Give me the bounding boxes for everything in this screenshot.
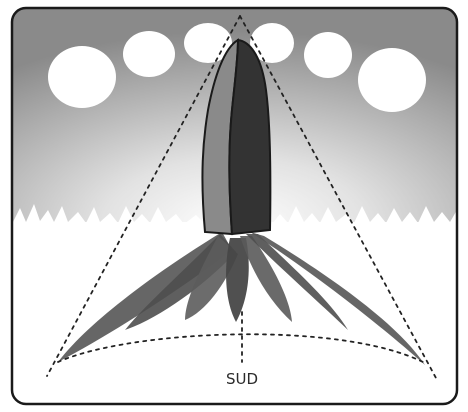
sun-position-5 <box>304 32 352 78</box>
sun-position-2 <box>123 31 175 77</box>
sun-position-1 <box>48 46 116 108</box>
sun-position-6 <box>358 48 426 112</box>
south-label: SUD <box>226 370 258 388</box>
